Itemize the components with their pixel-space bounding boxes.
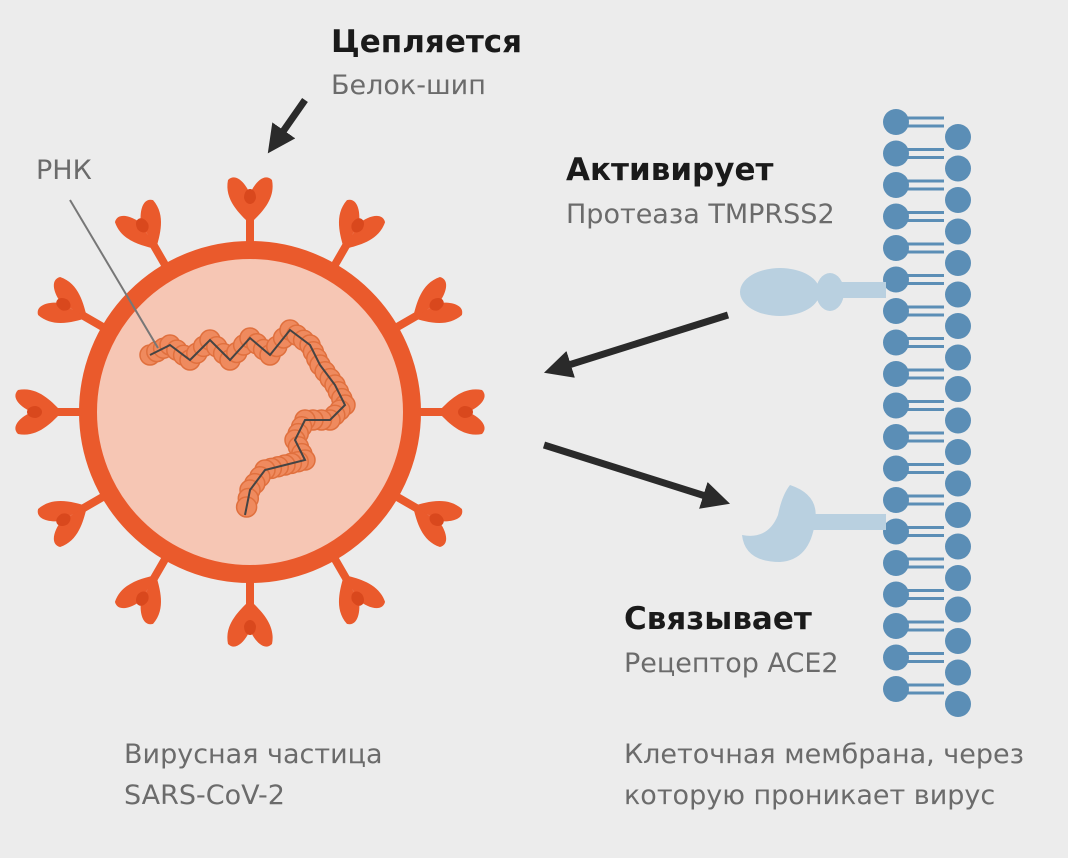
- phospholipid-pair: [883, 676, 971, 717]
- phospholipid-pair: [883, 424, 971, 465]
- spike-protein: [227, 177, 273, 255]
- activate-arrow: [543, 311, 730, 378]
- phospholipid-pair: [883, 644, 971, 686]
- phospholipid-pair: [883, 361, 971, 402]
- phospholipid-pair: [883, 298, 971, 339]
- spike-protein: [407, 389, 485, 435]
- rna-strand: [139, 319, 356, 518]
- ace2-receptor: [742, 485, 886, 562]
- phospholipid-pair: [883, 518, 971, 560]
- virus-caption: Вирусная частица SARS-CoV-2: [124, 734, 383, 816]
- phospholipid-pair: [883, 172, 971, 213]
- activate-subtitle: Протеаза TMPRSS2: [566, 199, 835, 230]
- virus-particle: [15, 177, 485, 647]
- phospholipid-pair: [883, 581, 971, 623]
- phospholipid-pair: [883, 392, 971, 434]
- tmprss2-protease: [740, 268, 886, 316]
- membrane-caption-line1: Клеточная мембрана, через: [624, 739, 1024, 770]
- phospholipid-pair: [883, 109, 971, 150]
- spike-protein: [227, 569, 273, 647]
- phospholipid-pair: [883, 266, 971, 308]
- attach-title: Цепляется: [331, 24, 523, 60]
- phospholipid-pair: [883, 487, 971, 528]
- phospholipid-pair: [883, 329, 971, 371]
- rna-label: РНК: [36, 155, 92, 186]
- phospholipid-pair: [883, 455, 971, 497]
- virus-caption-line2: SARS-CoV-2: [124, 780, 285, 811]
- membrane-caption: Клеточная мембрана, через которую проник…: [624, 734, 1024, 816]
- spike-protein: [114, 545, 175, 625]
- phospholipid-pair: [883, 235, 971, 276]
- phospholipid-pair: [883, 550, 971, 591]
- phospholipid-pair: [883, 140, 971, 182]
- cell-membrane: [883, 109, 971, 717]
- attach-subtitle: Белок-шип: [331, 70, 486, 101]
- activate-title: Активирует: [566, 152, 774, 188]
- phospholipid-pair: [883, 613, 971, 654]
- attach-arrow: [267, 97, 308, 154]
- bind-subtitle: Рецептор ACE2: [624, 648, 839, 679]
- membrane-caption-line2: которую проникает вирус: [624, 780, 996, 811]
- rna-backbone: [149, 328, 347, 516]
- virus-caption-line1: Вирусная частица: [124, 739, 383, 770]
- bind-title: Связывает: [624, 601, 812, 637]
- phospholipid-pair: [883, 203, 971, 245]
- spike-protein: [383, 276, 463, 337]
- bind-arrow: [542, 441, 731, 509]
- virus-envelope: [79, 241, 421, 583]
- rna-pointer-line: [69, 199, 159, 349]
